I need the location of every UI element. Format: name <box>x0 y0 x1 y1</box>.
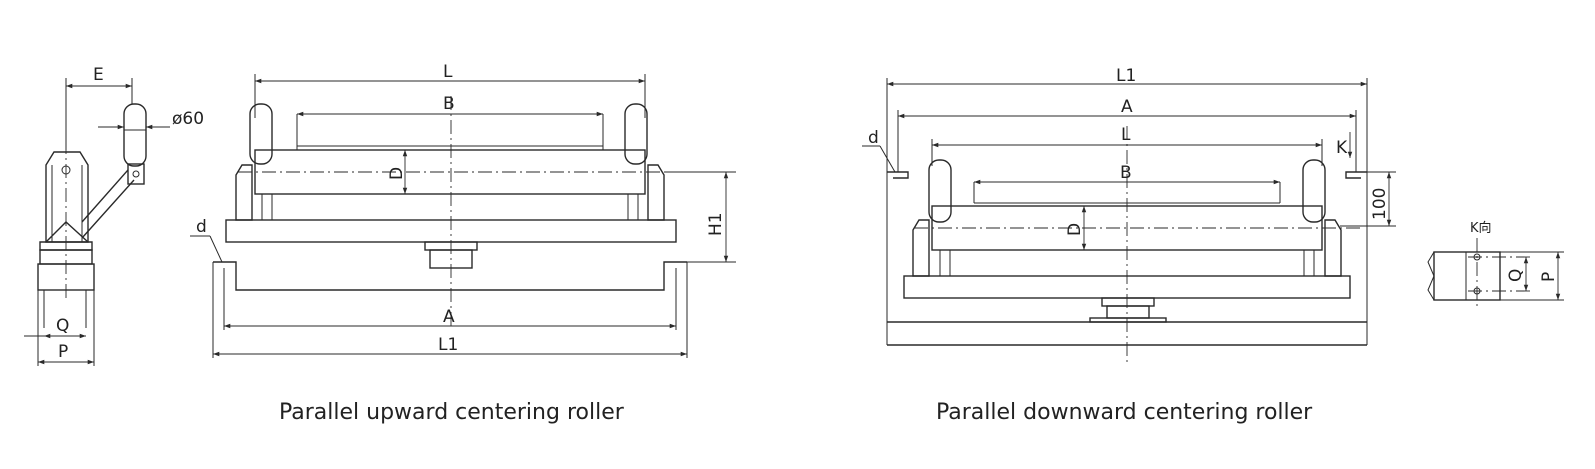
detail-dim-q-label: Q <box>1506 269 1526 282</box>
dim-e-label: E <box>93 65 104 85</box>
dim-small-d-label: d <box>868 128 879 148</box>
dim-l-label: L <box>1121 125 1131 145</box>
dim-small-d-label: d <box>196 217 207 237</box>
dim-a-label: A <box>443 307 455 327</box>
detail-dim-p-label: P <box>1539 272 1559 282</box>
dim-l1-label: L1 <box>1116 66 1136 86</box>
dim-100-label: 100 <box>1370 188 1390 220</box>
dim-b-label: B <box>443 94 455 114</box>
detail-title: K向 <box>1470 220 1492 236</box>
dim-a-label: A <box>1121 97 1133 117</box>
dim-k-label: K <box>1336 138 1348 158</box>
caption-downward: Parallel downward centering roller <box>936 400 1313 425</box>
dim-l1-label: L1 <box>438 335 458 355</box>
upward-view: L B D d <box>190 62 736 358</box>
dim-d-label: D <box>1065 223 1085 236</box>
caption-upward: Parallel upward centering roller <box>279 400 624 425</box>
dim-b-label: B <box>1120 163 1132 183</box>
dim-p-label: P <box>58 342 68 362</box>
downward-view: L1 A L K d 100 B <box>862 66 1396 362</box>
dim-l-label: L <box>443 62 453 82</box>
dim-h1-label: H1 <box>706 212 726 236</box>
side-view: E ø60 Q P <box>24 65 204 366</box>
dim-q-label: Q <box>56 316 69 336</box>
dim-diameter-label: ø60 <box>172 109 204 129</box>
dim-d-label: D <box>387 167 407 180</box>
k-direction-detail: K向 Q P <box>1427 220 1564 306</box>
